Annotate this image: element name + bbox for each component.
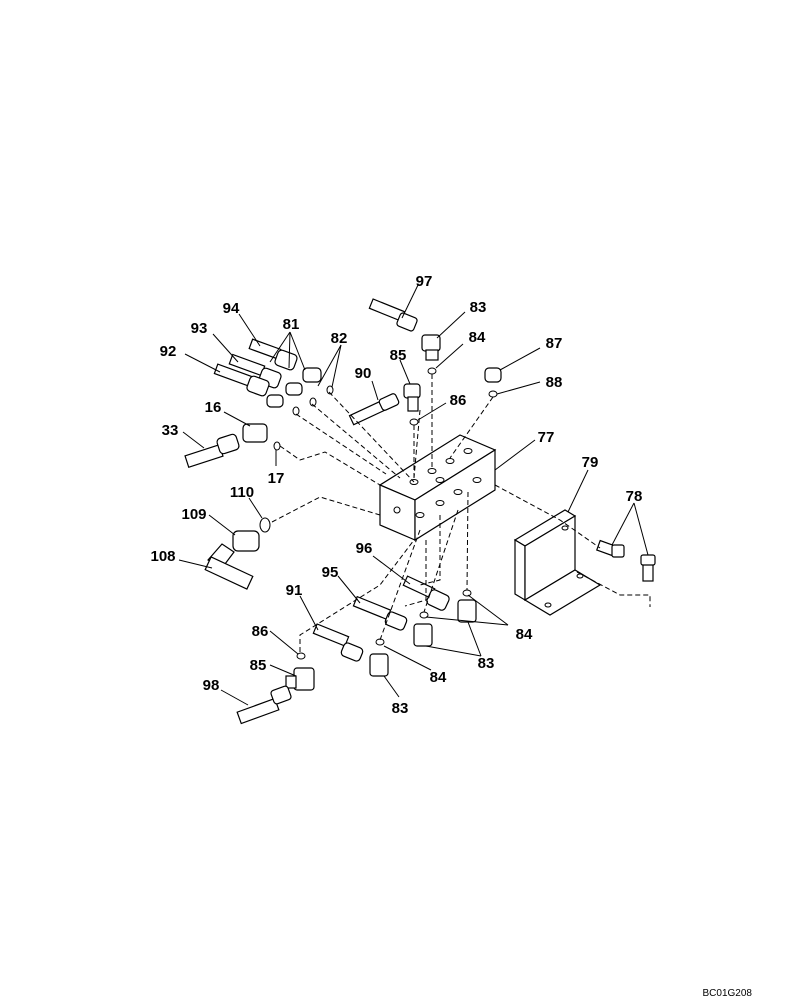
hose-108 bbox=[204, 543, 254, 590]
callout-82: 82 bbox=[331, 330, 348, 347]
mounting-bracket bbox=[513, 509, 602, 616]
callout-110: 110 bbox=[230, 484, 254, 501]
plug-87 bbox=[484, 367, 502, 383]
connector-16 bbox=[242, 423, 268, 443]
callout-97: 97 bbox=[416, 273, 433, 290]
fittings-83-lower bbox=[369, 599, 477, 677]
callout-86-lower: 86 bbox=[252, 623, 269, 640]
o-ring-17 bbox=[273, 441, 281, 451]
callout-84: 84 bbox=[469, 329, 486, 346]
callout-17: 17 bbox=[268, 470, 285, 487]
callout-83-lower: 83 bbox=[392, 700, 409, 717]
callout-86: 86 bbox=[450, 392, 467, 409]
manifold-block bbox=[378, 434, 497, 542]
callout-92: 92 bbox=[160, 343, 177, 360]
callout-16: 16 bbox=[205, 399, 222, 416]
callout-108: 108 bbox=[150, 548, 175, 565]
leader-lines bbox=[178, 284, 649, 706]
hose-97 bbox=[368, 298, 418, 332]
bolt-78a bbox=[596, 539, 625, 558]
callout-85: 85 bbox=[390, 347, 407, 364]
elbow-85-lower bbox=[285, 667, 315, 691]
o-ring-88 bbox=[488, 390, 498, 398]
callout-91: 91 bbox=[286, 582, 303, 599]
elbow-85-upper bbox=[403, 383, 421, 412]
callout-93: 93 bbox=[191, 320, 208, 337]
hose-90 bbox=[348, 393, 400, 426]
callout-84-lower: 84 bbox=[430, 669, 447, 686]
callout-85-lower: 85 bbox=[250, 657, 267, 674]
hose-95 bbox=[352, 595, 408, 631]
bolt-78b bbox=[640, 554, 656, 582]
o-ring-86-upper bbox=[409, 418, 419, 426]
callout-98: 98 bbox=[203, 677, 220, 694]
o-rings-82 bbox=[292, 385, 334, 416]
reference-code: BC01G208 bbox=[703, 988, 753, 999]
hose-96 bbox=[402, 575, 450, 611]
hose-98 bbox=[236, 685, 292, 725]
callout-81: 81 bbox=[283, 316, 300, 333]
callout-88: 88 bbox=[546, 374, 563, 391]
hose-91 bbox=[312, 623, 364, 662]
callout-78: 78 bbox=[626, 488, 643, 505]
callout-109: 109 bbox=[181, 506, 206, 523]
hose-33 bbox=[184, 433, 240, 469]
callout-83: 83 bbox=[470, 299, 487, 316]
callout-33: 33 bbox=[162, 422, 179, 439]
assembly-lines bbox=[271, 374, 651, 652]
hose-92 bbox=[213, 363, 270, 397]
callout-84-right: 84 bbox=[516, 626, 533, 643]
callout-83-right: 83 bbox=[478, 655, 495, 672]
fitting-109 bbox=[232, 530, 260, 552]
callout-labels: 97 83 84 87 88 94 81 82 93 85 92 90 86 1… bbox=[150, 273, 642, 717]
callout-95: 95 bbox=[322, 564, 339, 581]
callout-94: 94 bbox=[223, 300, 240, 317]
o-ring-110 bbox=[259, 517, 271, 533]
callout-90: 90 bbox=[355, 365, 372, 382]
o-ring-86-lower bbox=[296, 652, 306, 660]
elbow-83-top bbox=[421, 334, 441, 361]
o-ring-84-top bbox=[427, 367, 437, 375]
callout-87: 87 bbox=[546, 335, 563, 352]
callout-79: 79 bbox=[582, 454, 599, 471]
callout-96: 96 bbox=[356, 540, 373, 557]
callout-77: 77 bbox=[538, 429, 555, 446]
connector-81 bbox=[266, 367, 322, 408]
hose-94 bbox=[248, 338, 298, 371]
